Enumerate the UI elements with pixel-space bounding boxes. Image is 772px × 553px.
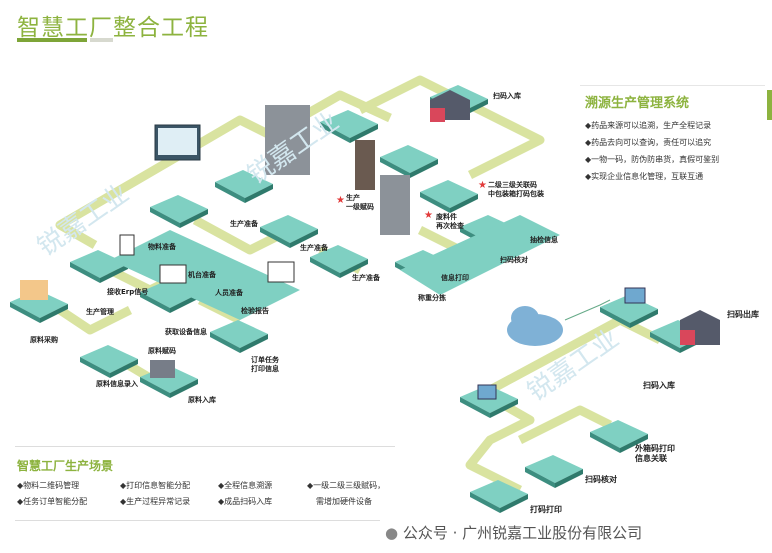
label-purchase: 原料采购 xyxy=(30,336,58,344)
label-material-prep: 物料准备 xyxy=(148,243,176,251)
svg-text:★: ★ xyxy=(336,195,345,206)
traceability-panel: 溯源生产管理系统 ◆药品来源可以追溯，生产全程记录 ◆药品去向可以查询，责任可以… xyxy=(585,92,770,185)
label-device-info: 获取设备信息 xyxy=(165,328,207,336)
label-level23-pack: 中包装箱打码包装 xyxy=(488,190,544,198)
equipment xyxy=(20,90,720,378)
label-raw-code: 原料赋码 xyxy=(148,347,176,355)
label-sample-info: 抽检信息 xyxy=(530,236,558,244)
panel-item: ◆实现企业信息化管理，互联互通 xyxy=(585,172,704,181)
label-print-code: 打码打印 xyxy=(530,505,562,514)
label-scan-in: 扫码入库 xyxy=(493,92,521,100)
scene-item: ◆生产过程异常记录 xyxy=(120,497,191,506)
label-info-link: 信息关联 xyxy=(635,454,667,463)
label-raw-entry: 原料信息录入 xyxy=(96,380,138,388)
scene-item: 需增加硬件设备 xyxy=(316,497,372,506)
label-order-task: 订单任务 xyxy=(251,356,279,364)
label-scan-out: 扫码出库 xyxy=(727,310,759,319)
footer-watermark: ● 公众号 · 广州锐嘉工业股份有限公司 xyxy=(385,524,642,542)
label-scan-check: 扫码核对 xyxy=(500,256,528,264)
label-level1-code: 一级赋码 xyxy=(346,203,374,211)
scenes-section: 智慧工厂生产场景 xyxy=(17,457,113,474)
label-prod-prep: 生产准备 xyxy=(352,274,380,282)
title-underline xyxy=(17,38,87,42)
scene-item: ◆全程信息溯源 xyxy=(218,481,273,490)
panel-item: ◆药品去向可以查询，责任可以追究 xyxy=(585,138,712,147)
scene-item: ◆任务订单智能分配 xyxy=(17,497,88,506)
label-outer-box-print: 外箱码打印 xyxy=(635,444,675,453)
scene-item: ◆物料二维码管理 xyxy=(17,481,80,490)
star-markers: ★ ★ ★ xyxy=(336,180,487,221)
laptop-icon xyxy=(624,287,646,304)
panel-item: ◆药品来源可以追溯，生产全程记录 xyxy=(585,121,712,130)
scene-item: ◆一级二级三级赋码， xyxy=(307,481,386,490)
panel-item: ◆一物一码，防伪防串货，真假可鉴别 xyxy=(585,155,720,164)
page-title: 智慧工厂整合工程 xyxy=(17,15,209,41)
accent-bar xyxy=(767,90,772,120)
label-raw-in: 原料入库 xyxy=(188,396,216,404)
label-prod-prep: 生产准备 xyxy=(230,220,258,228)
label-scan-in-right: 扫码入库 xyxy=(643,381,675,390)
label-scan-check-right: 扫码核对 xyxy=(585,475,617,484)
label-recheck: 再次检查 xyxy=(436,222,464,230)
title-underline-secondary xyxy=(90,38,113,42)
platforms xyxy=(10,85,708,513)
label-info-print: 信息打印 xyxy=(441,274,469,282)
scenes-title: 智慧工厂生产场景 xyxy=(17,459,114,473)
label-prod-prep: 生产准备 xyxy=(300,244,328,252)
label-machine-prep: 机台准备 xyxy=(188,271,216,279)
footer-text: 公众号 · 广州锐嘉工业股份有限公司 xyxy=(402,524,643,542)
label-level23: 二级三级关联码 xyxy=(488,181,537,189)
svg-text:★: ★ xyxy=(478,180,487,191)
label-waste: 废料件 xyxy=(436,213,457,221)
laptop-icon xyxy=(477,384,497,400)
panel-divider xyxy=(580,85,765,86)
scene-item: ◆打印信息智能分配 xyxy=(120,481,191,490)
label-production: 生产 xyxy=(346,194,360,202)
cloud-icon xyxy=(507,306,563,346)
label-print-info: 打印信息 xyxy=(251,365,279,373)
panel-title: 溯源生产管理系统 xyxy=(585,96,690,111)
svg-text:★: ★ xyxy=(424,210,433,221)
scene-item: ◆成品扫码入库 xyxy=(218,497,273,506)
label-staff-prep: 人员准备 xyxy=(215,289,243,297)
section-divider xyxy=(15,520,380,521)
label-prod-mgmt: 生产管理 xyxy=(86,308,114,316)
section-divider xyxy=(15,446,395,447)
label-weigh-sort: 称重分拣 xyxy=(418,294,446,302)
wireless-link xyxy=(564,299,611,321)
label-erp-signal: 接收Erp信号 xyxy=(107,288,149,296)
wechat-icon: ● xyxy=(385,524,399,542)
label-inspection: 检验报告 xyxy=(241,307,269,315)
